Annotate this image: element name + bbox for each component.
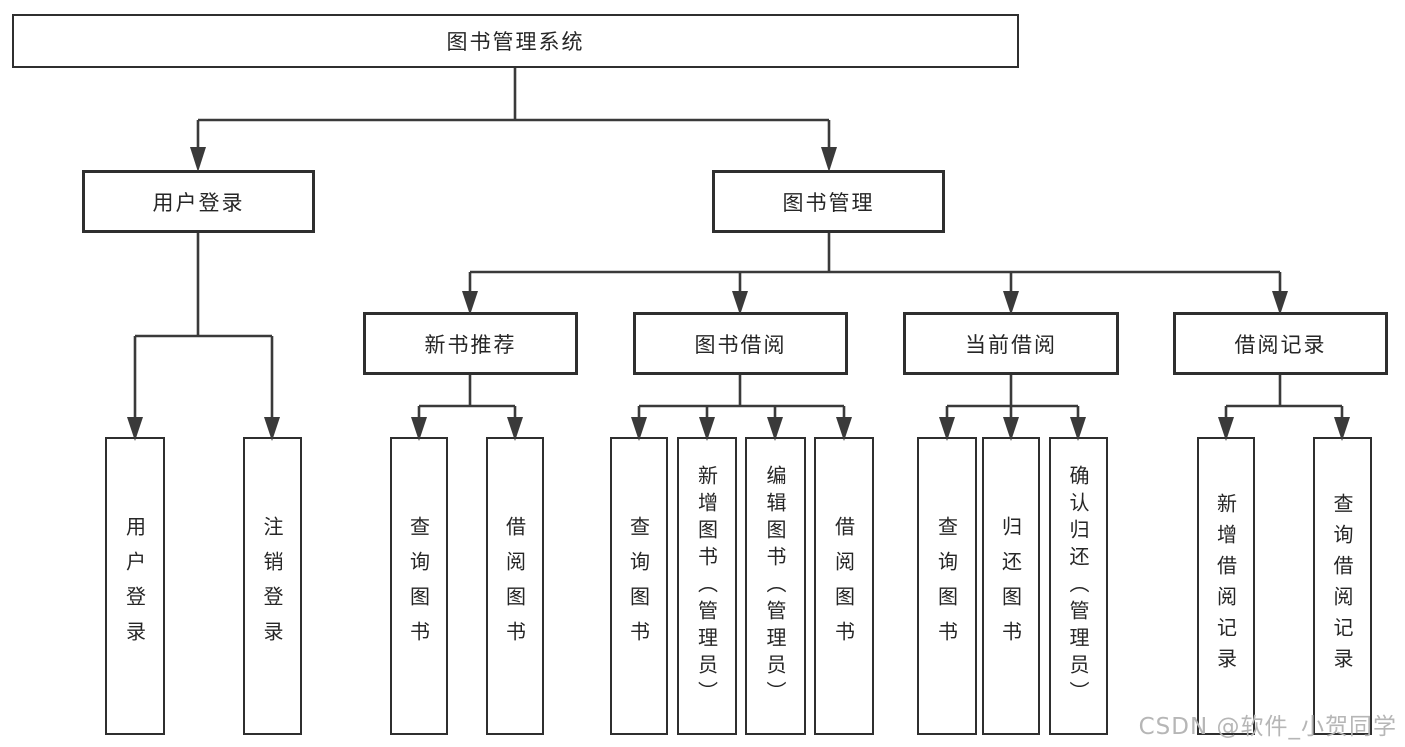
csdn-watermark: CSDN @软件_小贺同学 [1138,714,1397,740]
leaf-return-books: 归还图书 [982,437,1040,735]
leaf-edit-book-admin: 编辑图书（管理员） [745,437,806,735]
leaf-borrow-books-borrowing: 借阅图书 [814,437,874,735]
node-library-management-system: 图书管理系统 [12,14,1019,68]
leaf-confirm-return-admin: 确认归还（管理员） [1049,437,1108,735]
leaf-query-books-recommend: 查询图书 [390,437,448,735]
leaf-logout: 注销登录 [243,437,302,735]
leaf-add-borrow-record: 新增借阅记录 [1197,437,1255,735]
node-book-management: 图书管理 [712,170,945,233]
leaf-query-books-borrowing: 查询图书 [610,437,668,735]
node-book-borrowing: 图书借阅 [633,312,848,375]
node-current-borrowing: 当前借阅 [903,312,1119,375]
leaf-borrow-books-recommend: 借阅图书 [486,437,544,735]
leaf-user-login: 用户登录 [105,437,165,735]
leaf-query-books-current: 查询图书 [917,437,977,735]
leaf-add-book-admin: 新增图书（管理员） [677,437,737,735]
leaf-query-borrow-record: 查询借阅记录 [1313,437,1372,735]
node-new-book-recommend: 新书推荐 [363,312,578,375]
node-user-login: 用户登录 [82,170,315,233]
node-borrowing-records: 借阅记录 [1173,312,1388,375]
